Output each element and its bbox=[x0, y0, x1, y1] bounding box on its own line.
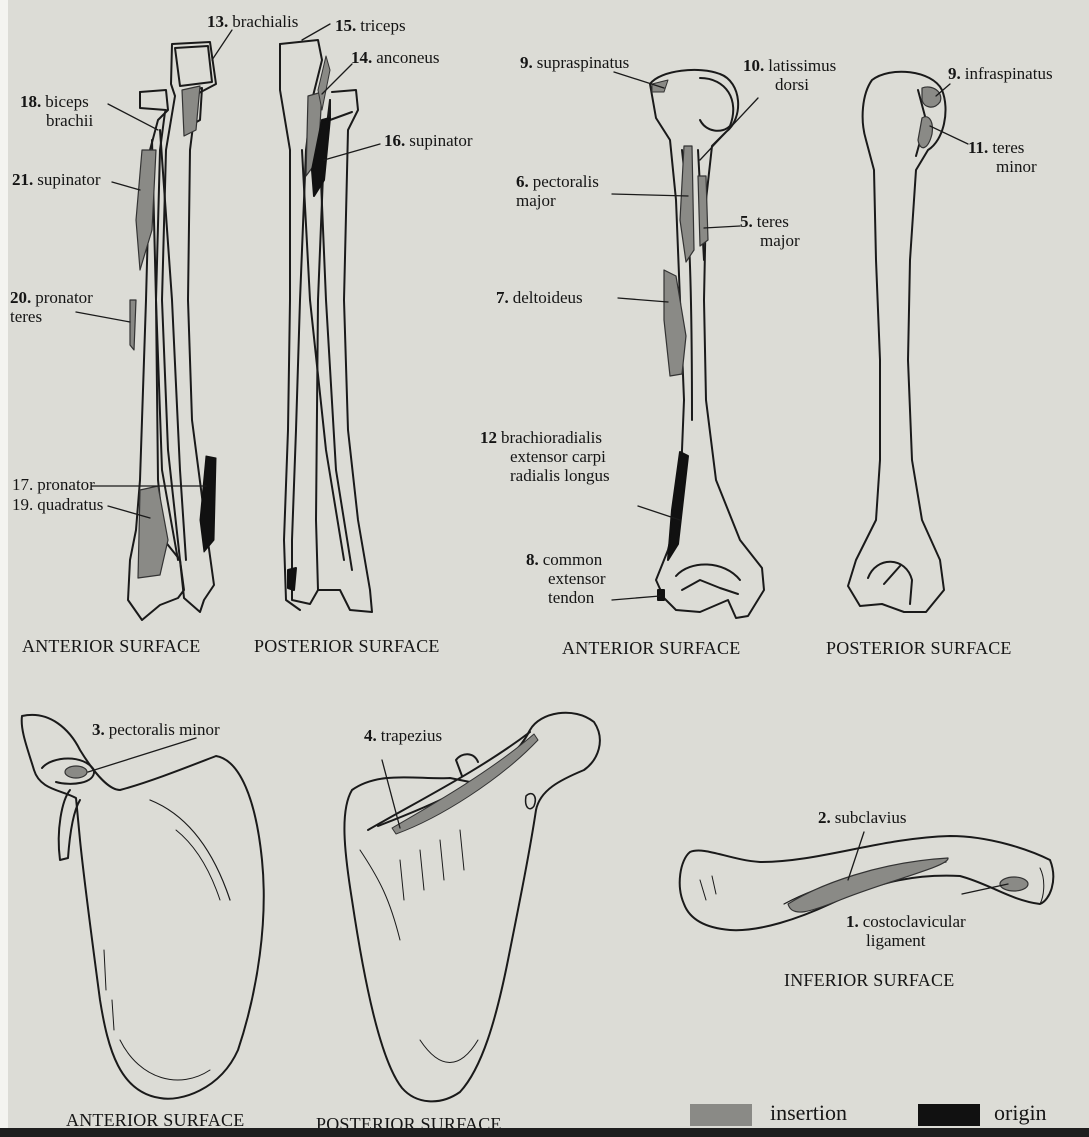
label-supinator-anterior: 21.supinator bbox=[12, 170, 101, 189]
label-anconeus: 14.anconeus bbox=[351, 48, 440, 67]
label-supraspinatus: 9.supraspinatus bbox=[520, 53, 629, 72]
scapula-posterior-drawing bbox=[344, 713, 599, 1102]
scapula-anterior-drawing bbox=[22, 715, 264, 1099]
humerus-posterior-drawing bbox=[848, 72, 946, 612]
caption-forearm-anterior: ANTERIOR SURFACE bbox=[22, 636, 200, 657]
label-supinator-posterior: 16.supinator bbox=[384, 131, 473, 150]
caption-forearm-posterior: POSTERIOR SURFACE bbox=[254, 636, 440, 657]
legend-insertion-swatch bbox=[690, 1104, 752, 1126]
label-pronator-quadratus-17: 17.pronator bbox=[12, 475, 95, 494]
legend-origin-label: origin bbox=[994, 1100, 1047, 1126]
label-brachialis: 13.brachialis bbox=[207, 12, 298, 31]
forearm-anterior-drawing bbox=[128, 42, 216, 620]
caption-humerus-posterior: POSTERIOR SURFACE bbox=[826, 638, 1012, 659]
label-subclavius: 2.subclavius bbox=[818, 808, 907, 827]
label-infraspinatus: 9.infraspinatus bbox=[948, 64, 1053, 83]
page-bottom-edge bbox=[0, 1128, 1089, 1137]
label-trapezius: 4.trapezius bbox=[364, 726, 442, 745]
label-pectoralis-minor: 3.pectoralis minor bbox=[92, 720, 220, 739]
legend-insertion-label: insertion bbox=[770, 1100, 847, 1126]
caption-humerus-anterior: ANTERIOR SURFACE bbox=[562, 638, 740, 659]
caption-clavicle-inferior: INFERIOR SURFACE bbox=[784, 970, 954, 991]
label-pronator-quadratus-19: 19.quadratus bbox=[12, 495, 103, 514]
label-triceps: 15.triceps bbox=[335, 16, 406, 35]
forearm-posterior-drawing bbox=[280, 40, 372, 612]
legend-origin-swatch bbox=[918, 1104, 980, 1126]
label-deltoideus: 7.deltoideus bbox=[496, 288, 583, 307]
